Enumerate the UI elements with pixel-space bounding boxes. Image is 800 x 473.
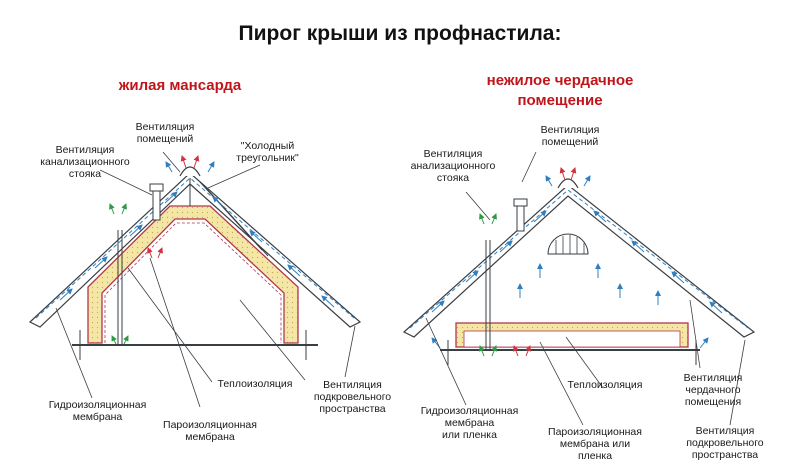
- right-roof-profile: [402, 184, 756, 338]
- left-sewer-riser: [152, 189, 161, 221]
- right-dormer-vent: [547, 233, 589, 255]
- right-roof: [402, 151, 756, 426]
- left-ridge-vent: [179, 166, 201, 177]
- right-waterproofing-membrane: [409, 189, 749, 329]
- right-subtitle-line1: нежилое чердачное: [486, 72, 634, 89]
- left-roof: [28, 151, 362, 408]
- right-sewer-riser: [516, 204, 525, 232]
- page-title: Пирог крыши из профнастила:: [238, 22, 562, 45]
- left-label-insulation: Теплоизоляция: [217, 378, 293, 390]
- right-subtitle-line2: помещение: [517, 92, 603, 109]
- right-ridge-vent: [557, 178, 579, 189]
- left-roof-profile: [28, 172, 362, 328]
- left-waterproofing-membrane: [35, 177, 355, 319]
- left-airflow-arrows: [59, 161, 335, 308]
- left-insulation: [87, 205, 299, 344]
- right-label-insulation: Теплоизоляция: [567, 379, 643, 391]
- left-vapor-membrane: [104, 222, 282, 343]
- left-subtitle: жилая мансарда: [118, 77, 242, 94]
